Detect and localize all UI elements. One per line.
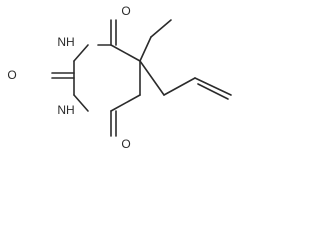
bond-c6-n1 bbox=[110, 94, 141, 112]
nh-bottom-label: NH bbox=[57, 103, 74, 117]
nh-top-label: NH bbox=[57, 35, 74, 49]
bond-c2-n3 bbox=[73, 44, 89, 62]
oxygen-bottom-label: O bbox=[121, 137, 130, 151]
pyrimidine-ring bbox=[73, 44, 141, 112]
ethyl-group bbox=[139, 19, 172, 62]
carbonyl-bottom bbox=[110, 110, 117, 137]
carbonyl-left bbox=[51, 72, 75, 79]
oxygen-left-label: O bbox=[7, 68, 16, 82]
bond-n1-c2 bbox=[73, 94, 89, 112]
bond-c4-c5 bbox=[110, 44, 141, 62]
structure-diagram: O O O NH NH bbox=[7, 4, 232, 151]
oxygen-top-label: O bbox=[121, 4, 130, 18]
allyl-group bbox=[139, 60, 232, 100]
carbonyl-top bbox=[110, 19, 117, 46]
